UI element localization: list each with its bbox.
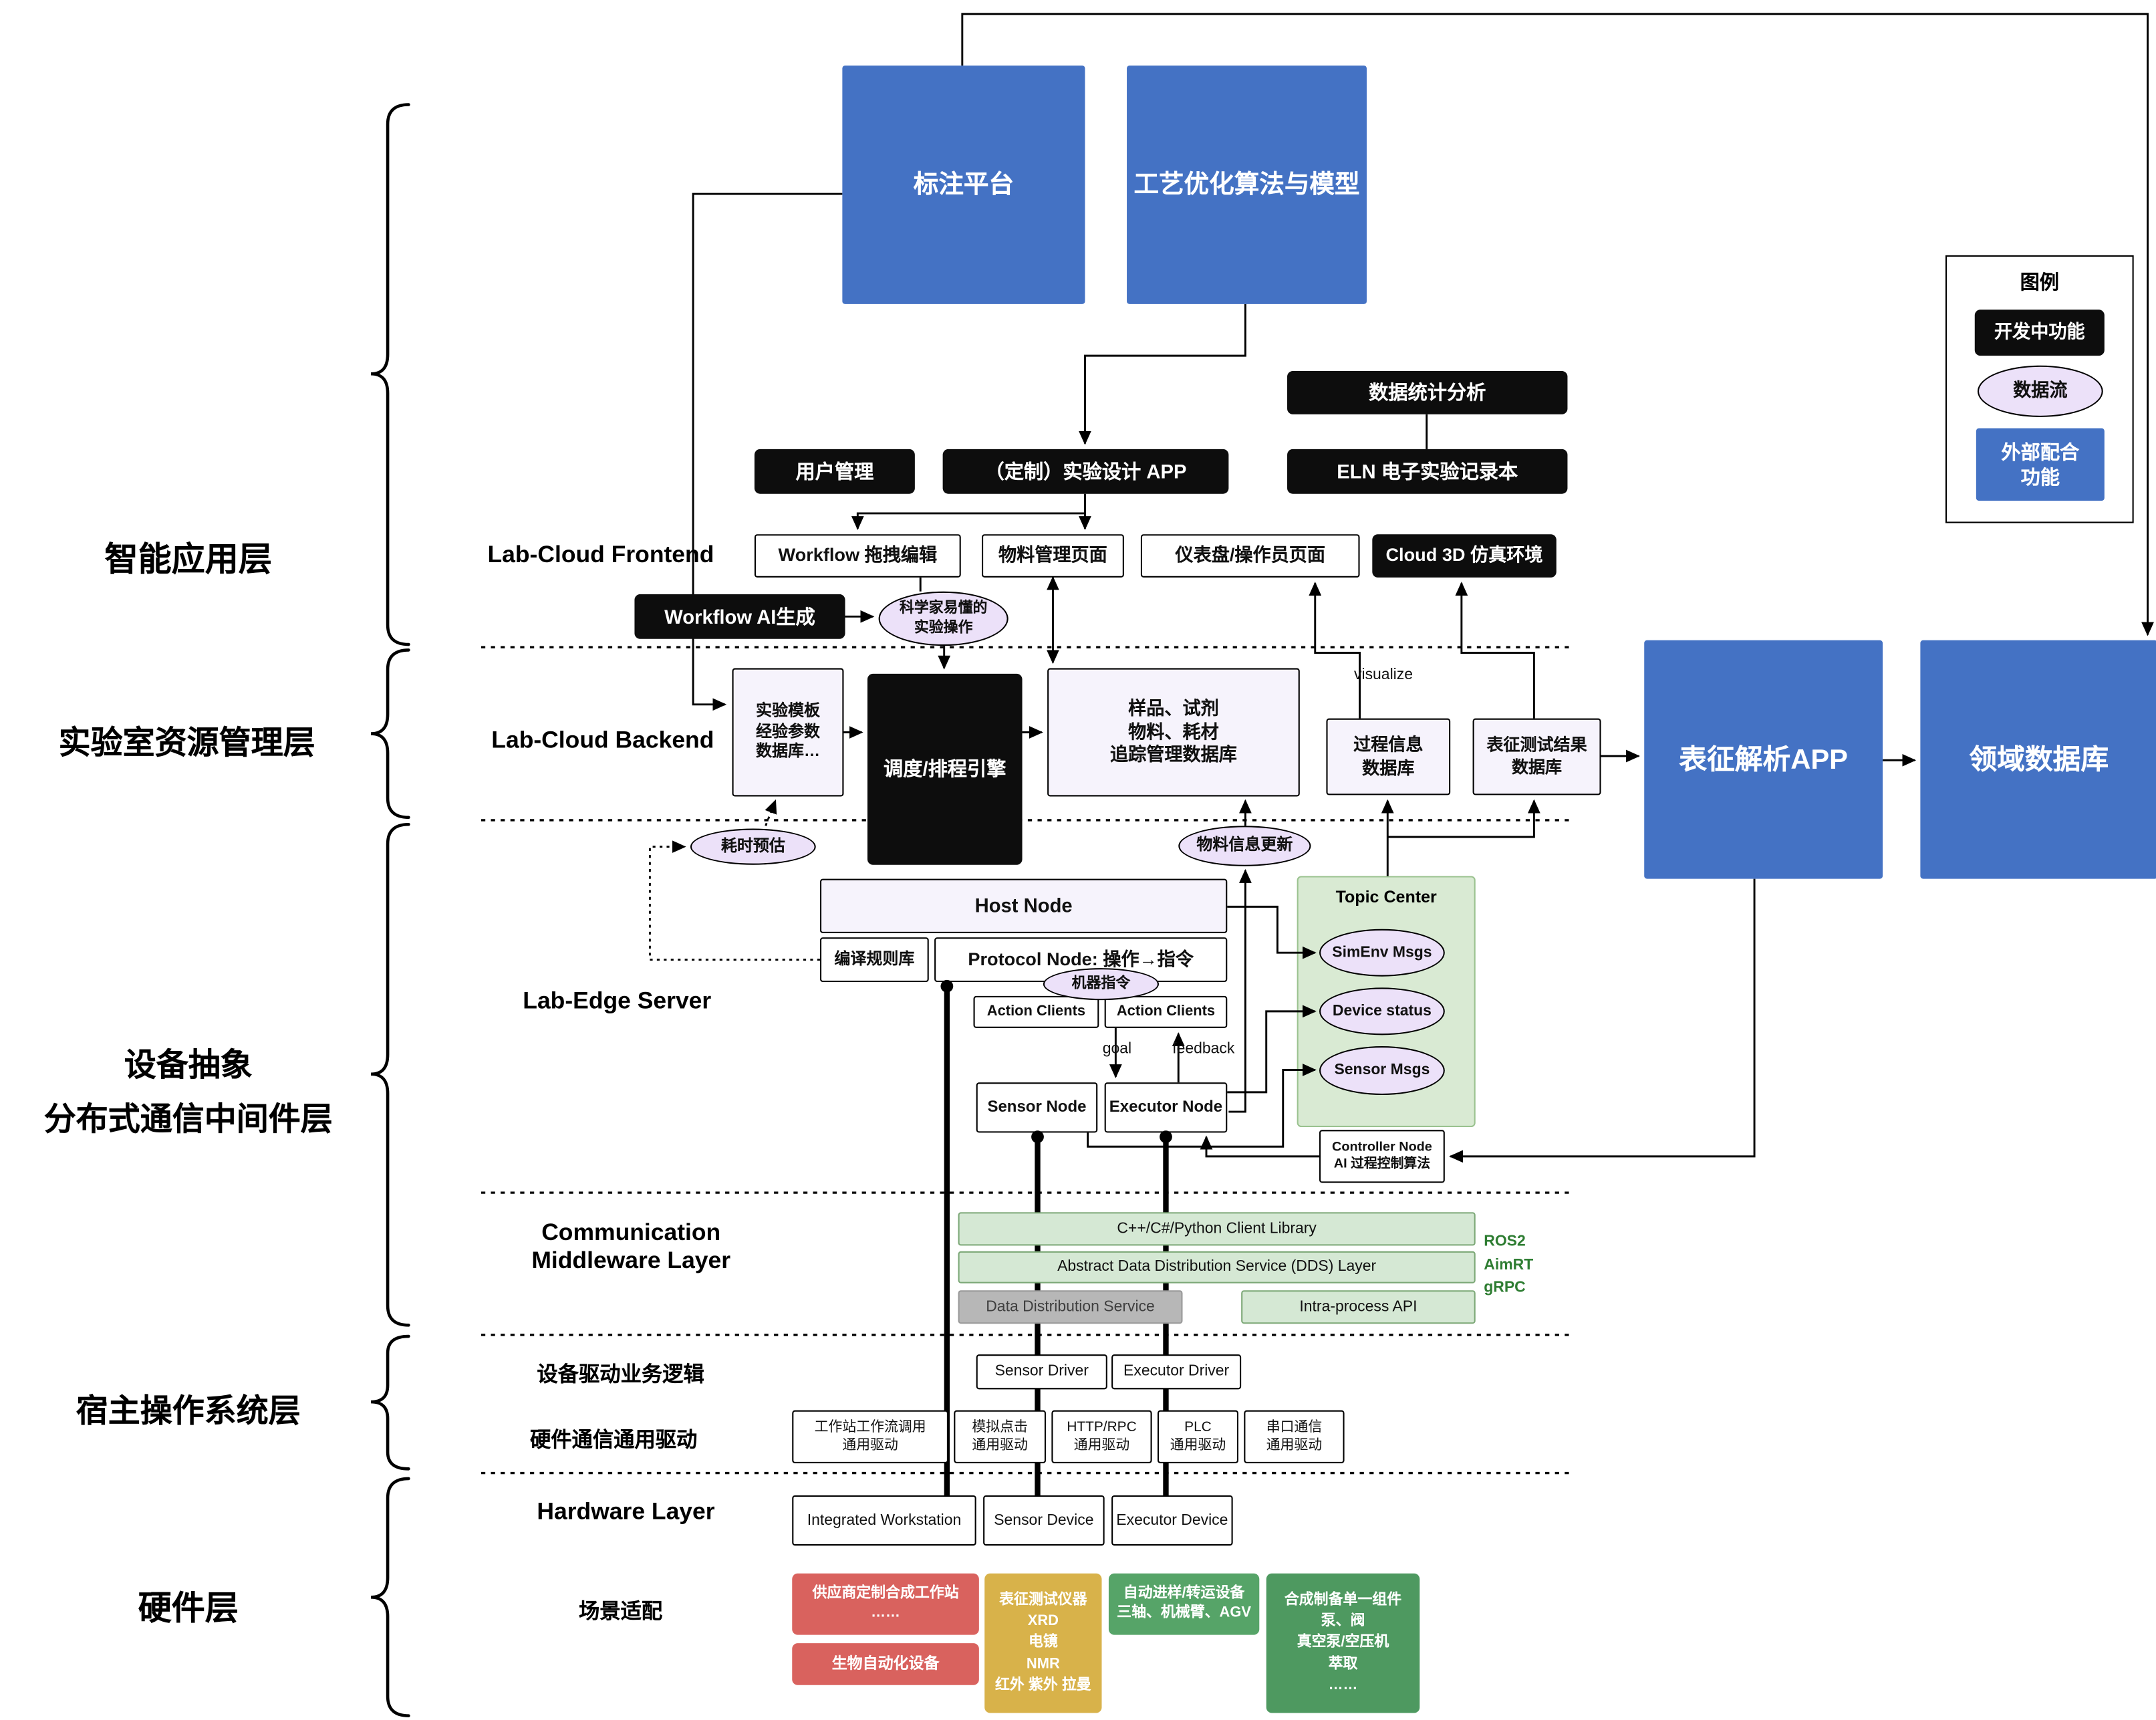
machine-cmd-ellipse: 机器指令 <box>1043 968 1160 1001</box>
vendor-workstation-node: 供应商定制合成工作站 …… <box>792 1573 979 1635</box>
scenario-label: 场景适配 <box>578 1600 663 1624</box>
workflow-editor-node: Workflow 拖拽编辑 <box>754 534 961 578</box>
dashboard-node: 仪表盘/操作员页面 <box>1140 534 1360 578</box>
dds-bar: Data Distribution Service <box>958 1290 1183 1324</box>
edge-server-label: Lab-Edge Server <box>523 987 712 1015</box>
protocol-node: Protocol Node: 操作→指令 <box>934 937 1228 983</box>
user-management-node: 用户管理 <box>754 449 915 494</box>
sensor-driver-node: Sensor Driver <box>976 1354 1107 1390</box>
layer-label-os: 宿主操作系统层 <box>76 1392 301 1429</box>
synthesis-component-node: 合成制备单一组件 泵、阀 真空泵/空压机 萃取 …… <box>1266 1573 1420 1713</box>
middleware-row-label: Communication Middleware Layer <box>531 1219 731 1274</box>
layer-label-hw: 硬件层 <box>138 1590 239 1628</box>
click-driver-node: 模拟点击 通用驱动 <box>954 1410 1047 1463</box>
eln-node: ELN 电子实验记录本 <box>1287 449 1568 494</box>
analysis-app-node: 表征解析APP <box>1644 640 1883 879</box>
legend-ext-item: 外部配合 功能 <box>1976 428 2105 501</box>
template-db-node: 实验模板 经验参数 数据库… <box>732 668 844 797</box>
backend-row-label: Lab-Cloud Backend <box>491 727 714 753</box>
dds-abstract-bar: Abstract Data Distribution Service (DDS)… <box>958 1251 1476 1283</box>
experiment-design-app-node: （定制）实验设计 APP <box>942 449 1229 494</box>
layer-braces <box>370 103 410 1717</box>
process-optimization-node: 工艺优化算法与模型 <box>1127 66 1367 304</box>
annotation-platform-node: 标注平台 <box>842 66 1085 304</box>
serial-driver-node: 串口通信 通用驱动 <box>1244 1410 1345 1463</box>
host-node: Host Node <box>819 878 1228 934</box>
sensor-node: Sensor Node <box>976 1082 1098 1133</box>
layer-label-middleware: 设备抽象 分布式通信中间件层 <box>43 1046 333 1137</box>
topic-center-title: Topic Center <box>1335 887 1437 907</box>
scientist-ops-ellipse: 科学家易懂的 实验操作 <box>878 591 1008 646</box>
transfer-device-node: 自动进样/转运设备 三轴、机械臂、AGV <box>1108 1573 1260 1635</box>
cloud3d-node: Cloud 3D 仿真环境 <box>1372 534 1557 578</box>
domain-db-node: 领域数据库 <box>1920 640 2156 879</box>
executor-node: Executor Node <box>1104 1082 1228 1133</box>
scheduler-node: 调度/排程引擎 <box>867 673 1023 865</box>
goal-label: goal <box>1102 1040 1132 1058</box>
separator-lines <box>481 646 1573 1475</box>
sensor-msgs-ellipse: Sensor Msgs <box>1319 1046 1445 1096</box>
layer-label-lab: 实验室资源管理层 <box>58 723 315 761</box>
time-estimate-ellipse: 耗时预估 <box>690 828 816 865</box>
hw-driver-label: 硬件通信通用驱动 <box>529 1428 698 1453</box>
device-status-ellipse: Device status <box>1319 987 1445 1035</box>
legend-flow-item: 数据流 <box>1977 365 2103 417</box>
stats-analysis-node: 数据统计分析 <box>1287 371 1568 414</box>
sensor-device-node: Sensor Device <box>983 1495 1105 1546</box>
controller-node: Controller Node AI 过程控制算法 <box>1319 1130 1445 1183</box>
workstation-driver-node: 工作站工作流调用 通用驱动 <box>792 1410 948 1463</box>
frontend-row-label: Lab-Cloud Frontend <box>487 541 714 568</box>
executor-driver-node: Executor Driver <box>1111 1354 1242 1390</box>
process-db-node: 过程信息 数据库 <box>1326 718 1451 795</box>
hardware-row-label: Hardware Layer <box>537 1498 715 1525</box>
integrated-workstation-node: Integrated Workstation <box>792 1495 976 1546</box>
layer-label-app: 智能应用层 <box>104 541 272 579</box>
compile-rules-node: 编译规则库 <box>819 937 929 983</box>
visualize-label: visualize <box>1353 666 1413 684</box>
simenv-msgs-ellipse: SimEnv Msgs <box>1319 929 1445 977</box>
middleware-stacks-label: ROS2 AimRT gRPC <box>1484 1233 1534 1296</box>
sample-db-node: 样品、试剂 物料、耗材 追踪管理数据库 <box>1047 668 1300 797</box>
topic-arrows <box>1087 905 1317 1148</box>
action-clients-node-1: Action Clients <box>973 995 1099 1028</box>
legend-title: 图例 <box>2020 270 2060 293</box>
characterization-node: 表征测试仪器 XRD 电镜 NMR 红外 紫外 拉曼 <box>984 1573 1102 1713</box>
executor-device-node: Executor Device <box>1111 1495 1233 1546</box>
driver-logic-label: 设备驱动业务逻辑 <box>537 1362 704 1387</box>
intra-process-bar: Intra-process API <box>1241 1290 1476 1324</box>
bio-device-node: 生物自动化设备 <box>792 1643 979 1685</box>
workflow-ai-node: Workflow AI生成 <box>634 594 845 639</box>
material-update-ellipse: 物料信息更新 <box>1178 826 1311 866</box>
plc-driver-node: PLC 通用驱动 <box>1157 1410 1238 1463</box>
legend-dev-item: 开发中功能 <box>1974 310 2105 356</box>
action-clients-node-2: Action Clients <box>1104 995 1228 1028</box>
client-library-bar: C++/C#/Python Client Library <box>958 1212 1476 1246</box>
http-driver-node: HTTP/RPC 通用驱动 <box>1051 1410 1152 1463</box>
arrows <box>648 13 2154 1163</box>
junction-dots <box>940 979 1172 1144</box>
result-db-node: 表征测试结果 数据库 <box>1472 718 1601 795</box>
